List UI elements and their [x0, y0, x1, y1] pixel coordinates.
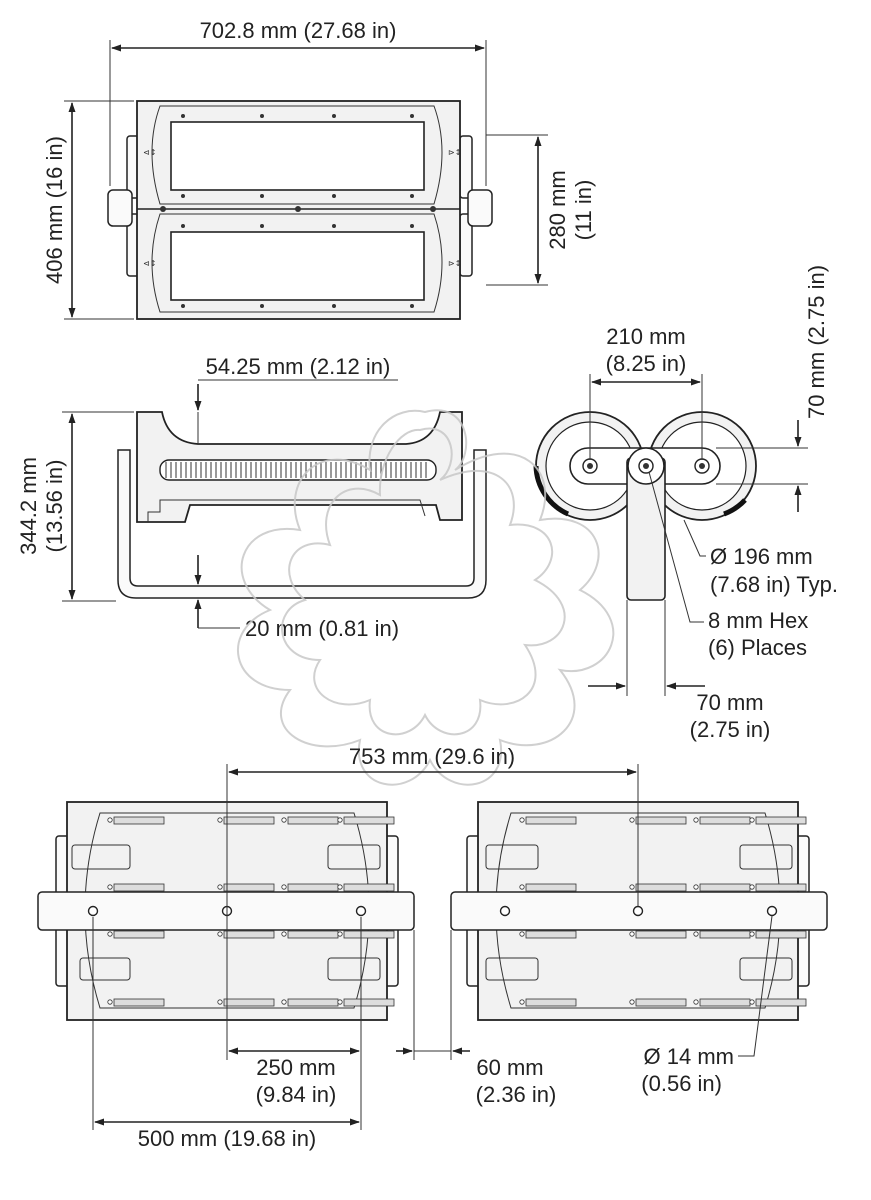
side-height-label: 344.2 mm — [16, 457, 41, 555]
module-height-label-inch: (11 in) — [571, 180, 596, 241]
side-view: 54.25 mm (2.12 in) 344.2 mm (13.56 in) 2… — [16, 354, 487, 641]
module-height-label: 280 mm — [545, 170, 570, 249]
bottom-dimensions: 753 mm (29.6 in) 250 mm (9.84 in) 60 mm … — [92, 744, 773, 1151]
end-diameter-label-inch: (7.68 in) Typ. — [710, 572, 838, 597]
hole-diameter-label: Ø 14 mm — [644, 1044, 734, 1069]
overall-span-label: 753 mm (29.6 in) — [349, 744, 515, 769]
side-height-label-inch: (13.56 in) — [42, 460, 67, 553]
bottom-view-right — [450, 801, 828, 1021]
led-strips — [107, 816, 807, 1007]
end-view: 210 mm (8.25 in) 70 mm (2.75 in) Ø 196 m… — [533, 265, 838, 742]
front-width-label: 702.8 mm (27.68 in) — [200, 18, 397, 43]
end-spacing-label-inch: (8.25 in) — [606, 351, 687, 376]
gap-label: 60 mm — [476, 1055, 543, 1080]
hex-count-label: (6) Places — [708, 635, 807, 660]
side-gap-label: 20 mm (0.81 in) — [245, 616, 399, 641]
gap-label-inch: (2.36 in) — [476, 1082, 557, 1107]
bottom-width-label: 500 mm (19.68 in) — [138, 1126, 317, 1151]
hole-spacing-label-inch: (9.84 in) — [256, 1082, 337, 1107]
bottom-view-left — [37, 801, 415, 1021]
front-view: ⊲↕ ⊳↕ ⊲↕ ⊳↕ 702.8 mm (27.68 in) 406 mm (… — [42, 18, 596, 320]
bracket-offset-label: 54.25 mm (2.12 in) — [206, 354, 391, 379]
front-height-label: 406 mm (16 in) — [42, 136, 67, 284]
hex-label: 8 mm Hex — [708, 608, 808, 633]
svg-text:⊲↕: ⊲↕ — [143, 259, 156, 268]
end-offset-label: 70 mm (2.75 in) — [804, 265, 829, 419]
end-spacing-label: 210 mm — [606, 324, 685, 349]
svg-text:⊳↕: ⊳↕ — [448, 259, 461, 268]
arm-width-label-inch: (2.75 in) — [690, 717, 771, 742]
svg-text:⊲↕: ⊲↕ — [143, 148, 156, 157]
arm-width-label: 70 mm — [696, 690, 763, 715]
end-diameter-label: Ø 196 mm — [710, 544, 813, 569]
hole-spacing-label: 250 mm — [256, 1055, 335, 1080]
watermark-decoration — [236, 409, 615, 786]
hole-diameter-label-inch: (0.56 in) — [641, 1071, 722, 1096]
svg-text:⊳↕: ⊳↕ — [448, 148, 461, 157]
